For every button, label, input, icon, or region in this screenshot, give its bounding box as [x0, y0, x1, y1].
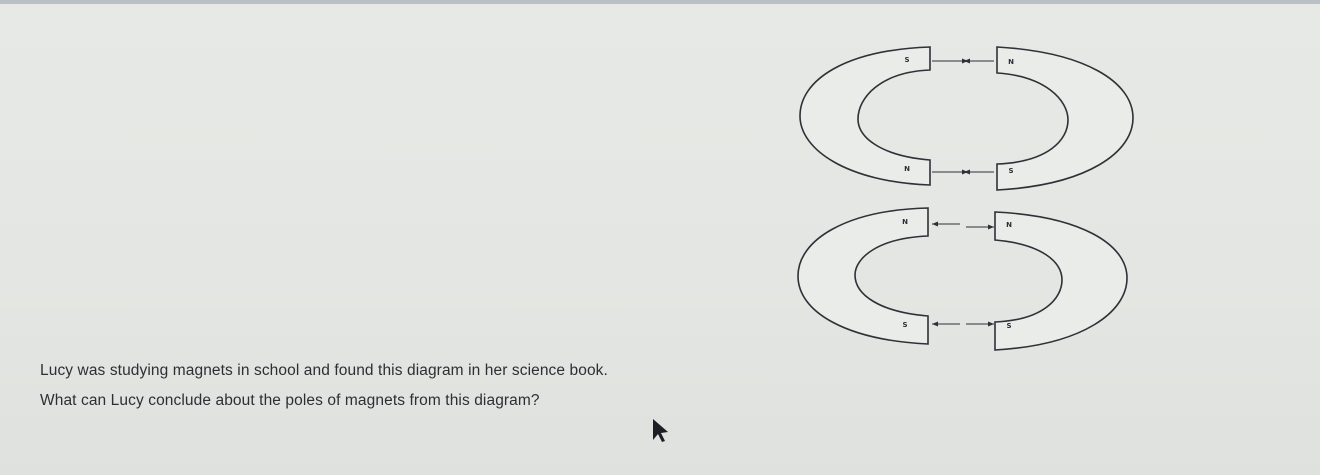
- bottom-magnet-pair: N S N S: [797, 207, 1128, 351]
- top-right-magnet: [996, 46, 1134, 191]
- bottom-left-magnet-bottom-pole: S: [902, 321, 907, 329]
- question-line-1: Lucy was studying magnets in school and …: [40, 362, 608, 379]
- bottom-arrows-lower: [932, 321, 994, 327]
- top-border: [0, 0, 1320, 4]
- bottom-arrows-upper: [932, 221, 994, 230]
- top-left-magnet-top-pole: S: [904, 56, 909, 64]
- bottom-left-magnet-top-pole: N: [902, 218, 908, 226]
- top-arrows-lower: [932, 169, 994, 175]
- top-arrows-upper: [932, 58, 994, 64]
- bottom-right-magnet-top-pole: N: [1006, 221, 1012, 229]
- top-right-magnet-top-pole: N: [1008, 58, 1014, 66]
- bottom-left-magnet: [797, 207, 929, 345]
- top-left-magnet: [799, 46, 931, 186]
- bottom-right-magnet: [994, 211, 1128, 351]
- question-text: Lucy was studying magnets in school and …: [40, 356, 800, 416]
- question-line-2: What can Lucy conclude about the poles o…: [40, 392, 540, 409]
- top-right-magnet-bottom-pole: S: [1008, 167, 1013, 175]
- top-left-magnet-bottom-pole: N: [904, 165, 910, 173]
- bottom-right-magnet-bottom-pole: S: [1006, 322, 1011, 330]
- top-magnet-pair: S N N S: [799, 46, 1134, 191]
